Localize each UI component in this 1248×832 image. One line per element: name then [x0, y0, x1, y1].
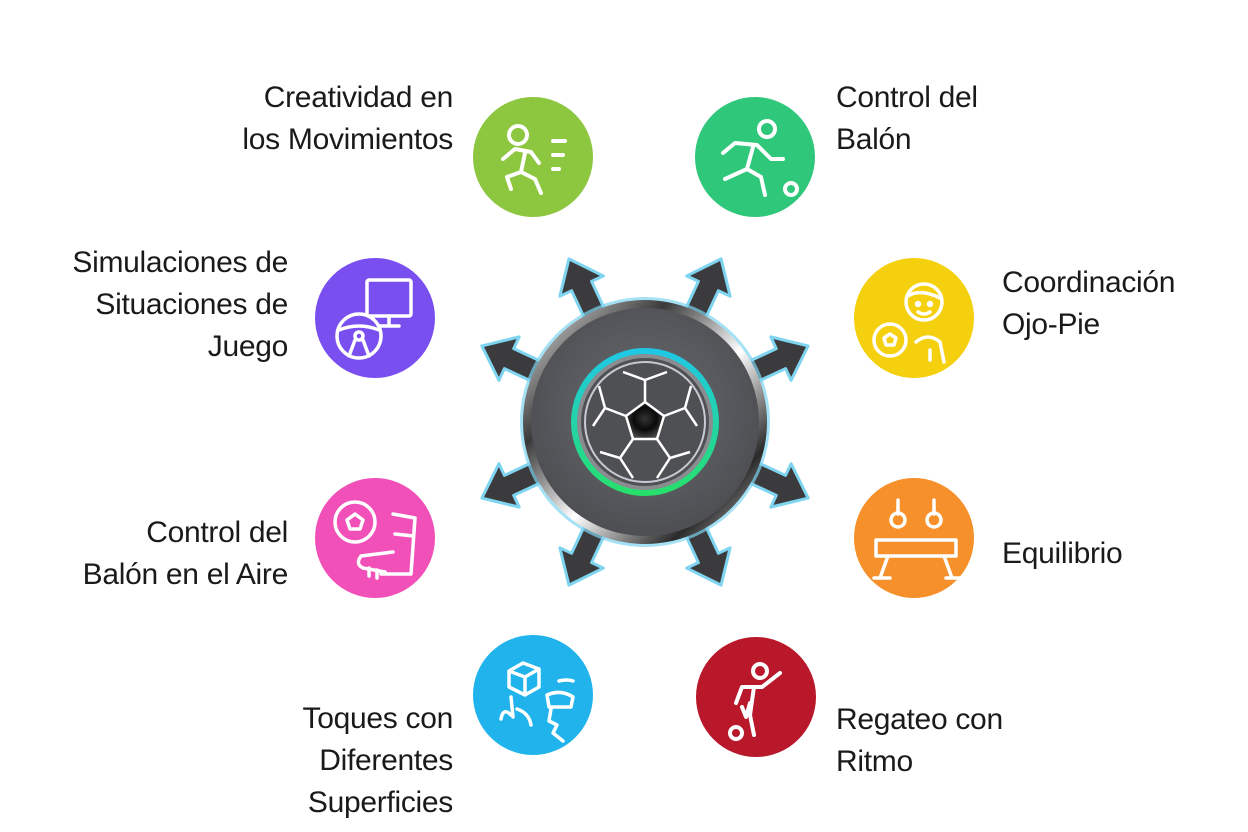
node-equilibrio: [854, 478, 974, 598]
node-simulaciones: [315, 258, 435, 378]
node-control-aire: [315, 478, 435, 598]
label-control-aire: Control del Balón en el Aire: [82, 516, 289, 591]
label-coordinacion: Coordinación Ojo-Pie: [1002, 266, 1176, 341]
running-person-icon: [501, 124, 567, 195]
node-coordinacion: [854, 258, 974, 378]
node-regateo: [696, 637, 816, 757]
node-toques: [473, 635, 593, 755]
player-kicking-ball-icon: [721, 119, 799, 197]
label-simulaciones: Simulaciones de Situaciones de Juego: [72, 246, 288, 363]
steering-wheel-monitor-icon: [335, 278, 413, 360]
node-creatividad: [473, 97, 593, 217]
node-control-balon: [695, 97, 815, 217]
label-equilibrio: Equilibrio: [1002, 537, 1123, 570]
label-regateo: Regateo con Ritmo: [836, 703, 1003, 778]
soccer-ball-icon: [584, 361, 706, 483]
boy-with-ball-icon: [872, 282, 946, 364]
dribbling-player-icon: [728, 662, 782, 741]
touch-surfaces-icon: [499, 661, 575, 743]
ball-and-cleat-icon: [333, 500, 417, 580]
label-creatividad: Creatividad en los Movimientos: [242, 81, 453, 156]
label-toques: Toques con Diferentes Superficies: [302, 702, 454, 819]
balance-beam-rings-icon: [872, 498, 964, 580]
label-control-balon: Control del Balón: [836, 81, 978, 156]
hub-disc: [520, 297, 770, 547]
